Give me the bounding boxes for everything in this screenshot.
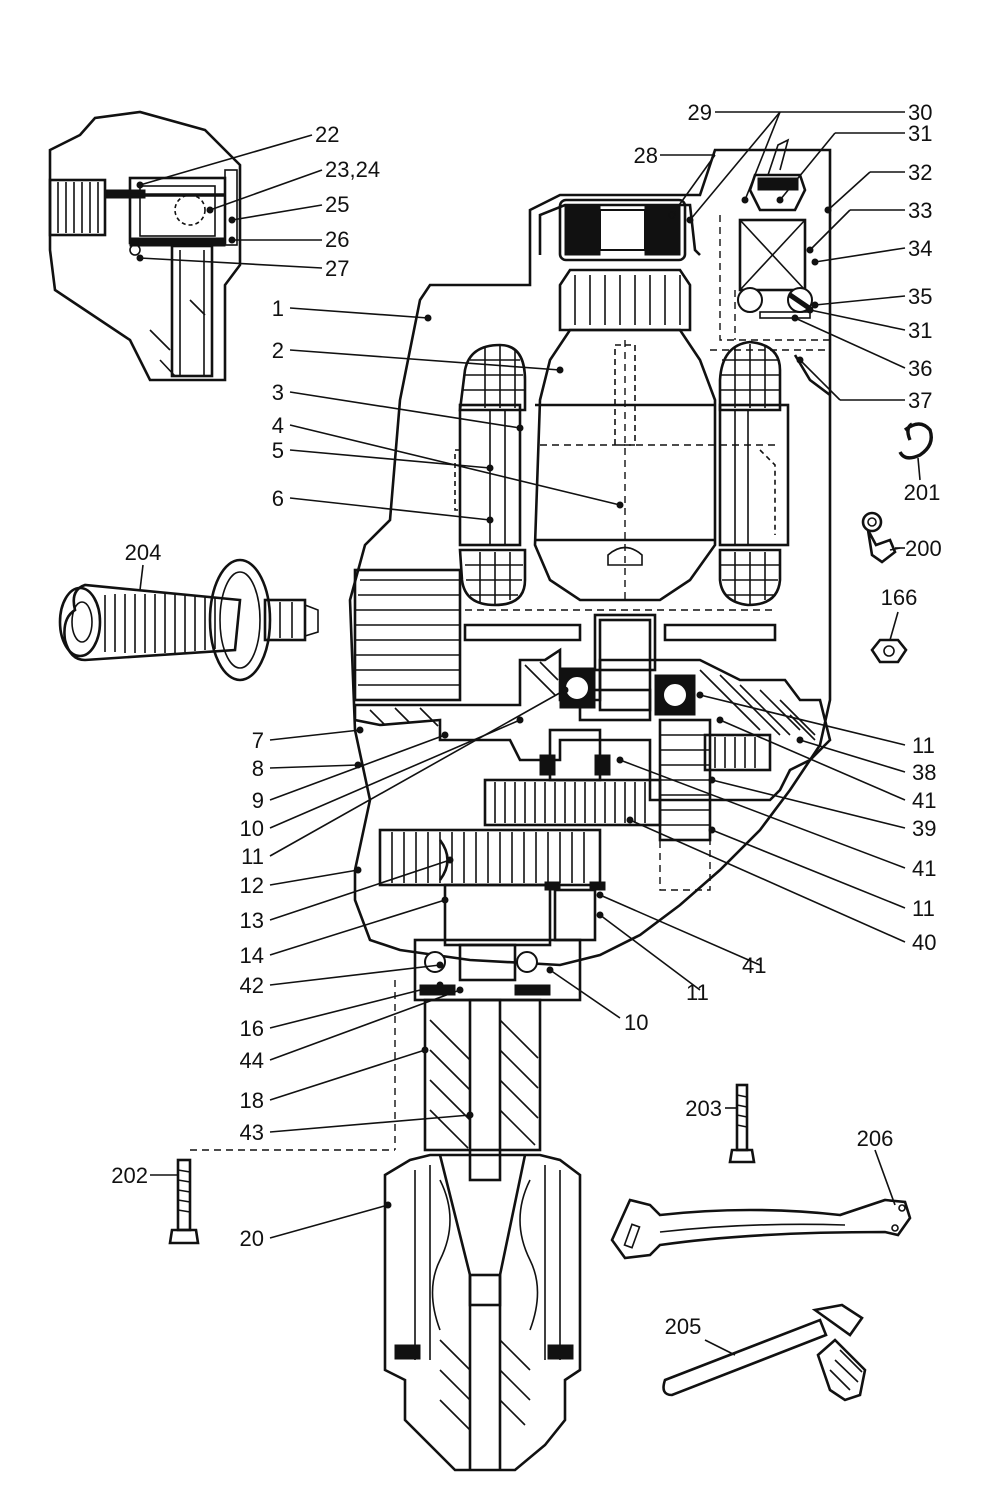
part-number-labels: 22 23,24 25 26 27 1 2 3 4 5 6 7 8 9 10 1… — [111, 100, 941, 1339]
label-203: 203 — [685, 1096, 722, 1121]
label-4: 4 — [272, 413, 284, 438]
label-201: 201 — [904, 480, 941, 505]
label-25: 25 — [325, 192, 349, 217]
label-38: 38 — [912, 760, 936, 785]
label-31-lower: 31 — [908, 318, 932, 343]
field-coil-right — [718, 340, 790, 607]
label-166: 166 — [881, 585, 918, 610]
clip-201 — [898, 422, 933, 460]
label-14: 14 — [240, 943, 264, 968]
label-31-top: 31 — [908, 121, 932, 146]
label-205: 205 — [665, 1314, 702, 1339]
label-10-left: 10 — [240, 816, 264, 841]
label-206: 206 — [857, 1126, 894, 1151]
label-3: 3 — [272, 380, 284, 405]
label-202: 202 — [111, 1163, 148, 1188]
spindle-and-chuck — [383, 998, 582, 1472]
label-42: 42 — [240, 973, 264, 998]
label-11-right-a: 11 — [912, 733, 935, 758]
label-40: 40 — [912, 930, 936, 955]
label-22: 22 — [315, 122, 339, 147]
chuck-key-205 — [662, 1303, 867, 1402]
label-23-24: 23,24 — [325, 157, 380, 182]
label-33: 33 — [908, 198, 932, 223]
label-41-c: 41 — [742, 953, 766, 978]
label-8: 8 — [252, 756, 264, 781]
leader-lines — [139, 111, 906, 1239]
strap-206 — [610, 1198, 912, 1260]
brush-holder-assembly — [710, 138, 831, 397]
label-204: 204 — [125, 540, 162, 565]
label-200: 200 — [905, 536, 942, 561]
label-32: 32 — [908, 160, 932, 185]
label-18: 18 — [240, 1088, 264, 1113]
label-30: 30 — [908, 100, 932, 125]
label-37: 37 — [908, 388, 932, 413]
label-35: 35 — [908, 284, 932, 309]
label-20: 20 — [240, 1226, 264, 1251]
label-9: 9 — [252, 788, 264, 813]
label-1: 1 — [272, 296, 284, 321]
loose-part-leaders — [139, 457, 921, 1356]
label-29: 29 — [688, 100, 712, 125]
label-5: 5 — [272, 438, 284, 463]
label-26: 26 — [325, 227, 349, 252]
label-28: 28 — [634, 143, 658, 168]
label-16: 16 — [240, 1016, 264, 1041]
label-11-bottom: 11 — [686, 980, 709, 1005]
screw-202 — [168, 1158, 200, 1245]
label-43: 43 — [240, 1120, 264, 1145]
label-36: 36 — [908, 356, 932, 381]
label-27: 27 — [325, 256, 349, 281]
label-34: 34 — [908, 236, 932, 261]
label-41-a: 41 — [912, 788, 936, 813]
nut-166 — [870, 638, 908, 664]
label-2: 2 — [272, 338, 284, 363]
label-41-b: 41 — [912, 856, 936, 881]
leader-arrowheads — [136, 181, 832, 1209]
label-6: 6 — [272, 486, 284, 511]
side-handle-204 — [58, 558, 319, 682]
label-7: 7 — [252, 728, 264, 753]
label-11-right-b: 11 — [912, 896, 935, 921]
label-13: 13 — [240, 908, 264, 933]
field-coil-left — [454, 343, 527, 607]
label-44: 44 — [240, 1048, 264, 1073]
label-11-left: 11 — [241, 844, 264, 869]
main-housing — [190, 148, 832, 1151]
brush-holder-detail-inset — [48, 110, 242, 382]
label-39: 39 — [912, 816, 936, 841]
screw-203 — [728, 1083, 756, 1164]
terminal-200 — [861, 511, 897, 564]
label-12: 12 — [240, 873, 264, 898]
label-10-bottom: 10 — [624, 1010, 648, 1035]
